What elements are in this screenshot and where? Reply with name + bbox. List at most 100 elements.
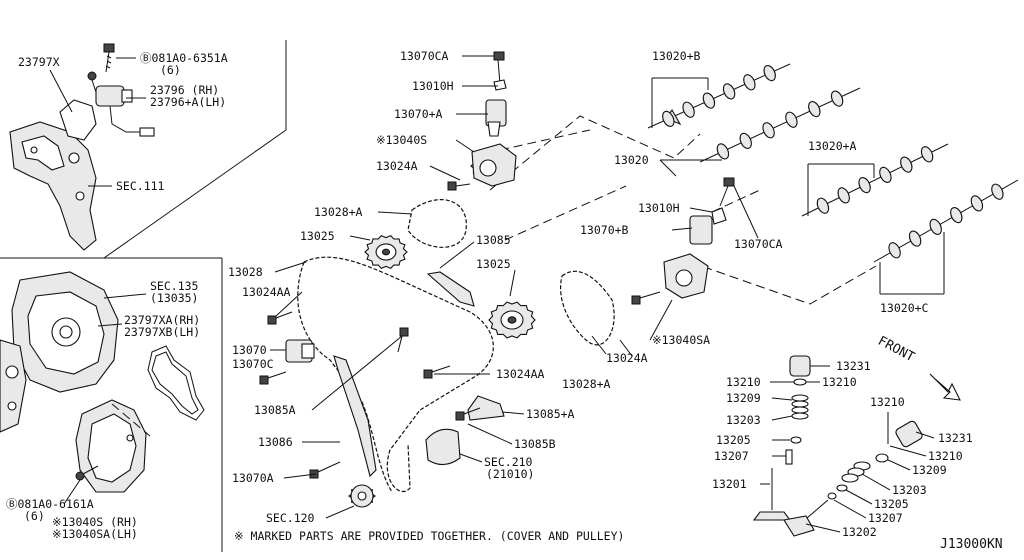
callout-13025-mid: 13025 xyxy=(476,257,511,271)
part-labels: 23797X Ⓑ081A0-6351A (6) 23796 (RH) 23796… xyxy=(6,49,973,541)
callout-13210-top: 13210 xyxy=(870,395,905,409)
chain-tensioner-drawing xyxy=(285,339,461,466)
callout-23797xb: 23797XB(LH) xyxy=(124,325,200,339)
camshaft-lobes xyxy=(662,64,1004,259)
callout-23797x: 23797X xyxy=(18,55,60,69)
vtc-valve-top-drawing xyxy=(485,51,507,137)
callout-13010h-top: 13010H xyxy=(412,79,454,93)
footnote: ※ MARKED PARTS ARE PROVIDED TOGETHER. (C… xyxy=(234,529,624,543)
callout-13201: 13201 xyxy=(712,477,747,491)
callout-sec210: SEC.210 xyxy=(484,455,533,469)
callout-13207-left: 13207 xyxy=(714,449,749,463)
callout-13209-left: 13209 xyxy=(726,391,761,405)
callout-sec111: SEC.111 xyxy=(116,179,165,193)
callout-13024aa-mid: 13024AA xyxy=(496,367,545,381)
inset-frames xyxy=(0,40,287,552)
callout-13020a: 13020+A xyxy=(808,139,857,153)
gasket-drawing xyxy=(147,345,205,421)
callout-13070ca-mid: 13070CA xyxy=(734,237,783,251)
water-pump-cover-drawing xyxy=(75,399,151,493)
callout-13086: 13086 xyxy=(258,435,293,449)
callout-23796: 23796 (RH) xyxy=(150,83,219,97)
bolt-icon xyxy=(87,71,97,93)
callout-13040s: ※13040S xyxy=(376,133,427,147)
valve-leader-lines xyxy=(760,365,935,533)
bolt-icon xyxy=(103,43,115,73)
callout-13070c: 13070C xyxy=(232,357,274,371)
vtc-solenoid-valve-drawing xyxy=(87,43,155,137)
callout-13203-right: 13203 xyxy=(892,483,927,497)
callout-13070a-top: 13070+A xyxy=(394,107,443,121)
callout-13210-right: 13210 xyxy=(822,375,857,389)
callout-13207-right: 13207 xyxy=(868,511,903,525)
callout-13231-top: 13231 xyxy=(836,359,871,373)
callout-13020c: 13020+C xyxy=(880,301,929,315)
front-label: FRONT xyxy=(875,334,917,366)
front-cover-lower-drawing xyxy=(0,271,119,433)
bolt-icon xyxy=(455,407,481,421)
callout-sec135: SEC.135 xyxy=(150,279,198,293)
bolt-icon xyxy=(631,291,661,305)
callout-13024a-top: 13024A xyxy=(376,159,418,173)
vtc-valve-mid-drawing xyxy=(689,177,735,245)
callout-13085a-right: 13085+A xyxy=(526,407,575,421)
callout-23797xa: 23797XA(RH) xyxy=(124,313,200,327)
valve-icon xyxy=(783,412,923,537)
valve-icon xyxy=(752,355,811,521)
callout-13085a: 13085A xyxy=(254,403,296,417)
callout-081a0-6161a-qty: (6) xyxy=(24,509,45,523)
callout-13231-right: 13231 xyxy=(938,431,973,445)
callout-13210-left: 13210 xyxy=(726,375,761,389)
vtc-cover-drawing xyxy=(471,143,709,299)
callout-13020: 13020 xyxy=(614,153,649,167)
leader-lines-main xyxy=(270,55,945,519)
callout-13209-right: 13209 xyxy=(912,463,947,477)
callout-13202: 13202 xyxy=(842,525,877,539)
bolt-icon xyxy=(259,371,287,385)
callout-sec135b: (13035) xyxy=(150,291,198,305)
callout-13085: 13085 xyxy=(476,233,511,247)
front-cover-upper-drawing xyxy=(9,99,97,251)
bolt-icon xyxy=(309,461,341,479)
crank-sprocket-drawing xyxy=(350,484,374,508)
callout-081a0-6351a: Ⓑ081A0-6351A xyxy=(140,51,228,65)
callout-13070ca-top: 13070CA xyxy=(400,49,449,63)
callout-13028a-mid: 13028+A xyxy=(562,377,611,391)
callout-13025-left: 13025 xyxy=(300,229,335,243)
callout-13070: 13070 xyxy=(232,343,267,357)
callout-13024aa-left: 13024AA xyxy=(242,285,291,299)
callout-13070a-low: 13070A xyxy=(232,471,274,485)
callout-081a0-6161a: Ⓑ081A0-6161A xyxy=(6,497,94,511)
callout-13205-right: 13205 xyxy=(874,497,909,511)
callout-13205-left: 13205 xyxy=(716,433,751,447)
sprocket-icon xyxy=(488,301,536,339)
diagram-code: J13000KN xyxy=(940,537,1003,552)
callout-13040s-rh: ※13040S (RH) xyxy=(52,515,138,529)
callout-13203-left: 13203 xyxy=(726,413,761,427)
callout-13020b: 13020+B xyxy=(652,49,701,63)
bolt-icon xyxy=(423,365,451,379)
callout-13040sa-lh: ※13040SA(LH) xyxy=(52,527,138,541)
callout-081a0-6351a-qty: (6) xyxy=(160,63,181,77)
callout-13040sa: ※13040SA xyxy=(652,333,710,347)
front-arrow-icon xyxy=(929,373,961,401)
chain-guide-drawing xyxy=(333,271,505,478)
bolt-icon xyxy=(267,311,293,325)
callout-13028a-top: 13028+A xyxy=(314,205,363,219)
callout-13024a-mid: 13024A xyxy=(606,351,648,365)
callout-13210-right2: 13210 xyxy=(928,449,963,463)
callout-sec120: SEC.120 xyxy=(266,511,315,525)
sprocket-icon xyxy=(364,234,408,270)
leader-lines-top-left xyxy=(49,57,146,187)
bolt-icon xyxy=(447,181,471,191)
leader-lines-bottom-left xyxy=(63,293,147,505)
callout-13010h-mid: 13010H xyxy=(638,201,680,215)
callout-13028: 13028 xyxy=(228,265,263,279)
callout-23796a: 23796+A(LH) xyxy=(150,95,226,109)
callout-sec210b: (21010) xyxy=(486,467,534,481)
callout-13070b: 13070+B xyxy=(580,223,629,237)
callout-13085b: 13085B xyxy=(514,437,556,451)
bolt-icon xyxy=(397,327,409,353)
